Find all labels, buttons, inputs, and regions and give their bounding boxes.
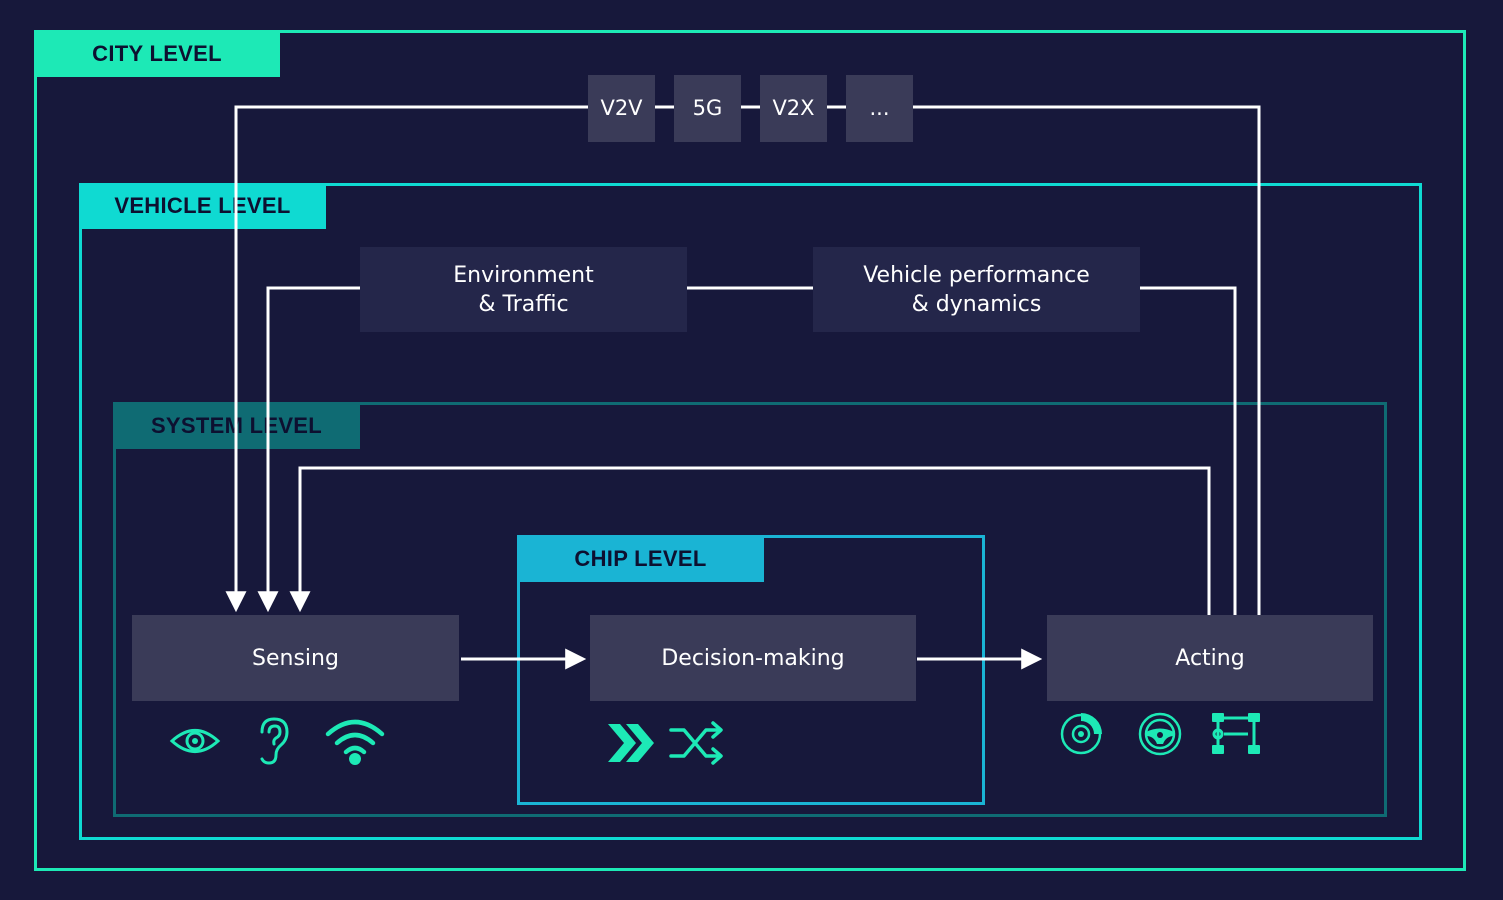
connectivity-v2v: V2V [588,75,655,142]
city-input-line [225,105,588,613]
city-feedback-line [913,105,1261,615]
system-feedback-line [289,466,1211,615]
wireless-signal-icon [325,719,385,765]
ear-icon [260,717,289,765]
city-level-frame [34,30,1466,871]
vehicle-level-frame [79,183,1422,840]
chip-level-label: CHIP LEVEL [517,535,764,582]
axle-drivetrain-icon [1212,713,1260,754]
sensing-box: Sensing [132,615,459,701]
vehicle-input-line [257,286,360,613]
steering-wheel-icon [1138,712,1182,756]
acting-box: Acting [1047,615,1373,701]
city-level-label: CITY LEVEL [34,30,280,77]
system-level-frame [113,402,1387,817]
shuffle-icon [669,721,723,765]
environment-traffic-box: Environment & Traffic [360,247,687,332]
connectivity-v2x: V2X [760,75,827,142]
eye-icon [169,729,221,753]
decision-making-box: Decision-making [590,615,916,701]
vehicle-performance-box: Vehicle performance & dynamics [813,247,1140,332]
brake-disc-icon [1060,713,1102,755]
connectivity-5g: 5G [674,75,741,142]
vehicle-level-label: VEHICLE LEVEL [79,183,326,229]
connectivity-more: ... [846,75,913,142]
vehicle-feedback-line [1140,286,1237,615]
fast-forward-icon [608,724,654,762]
